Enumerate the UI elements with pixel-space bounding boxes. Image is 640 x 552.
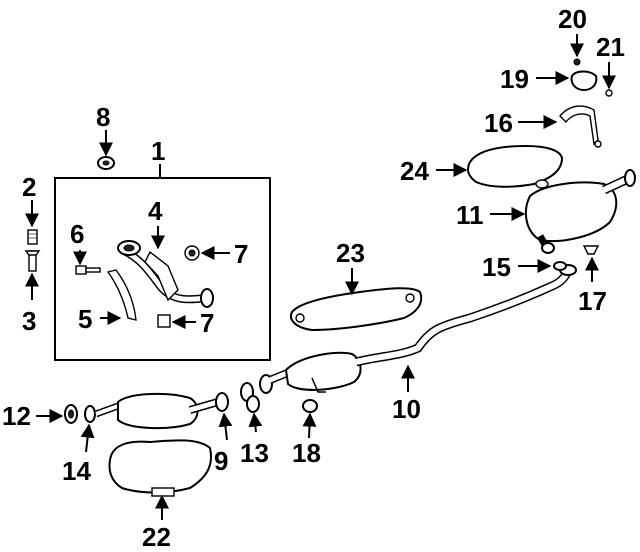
callout-13: 13 [240, 438, 269, 468]
part-nut-7b [157, 314, 171, 328]
callout-4: 4 [148, 196, 163, 226]
part-clip-21 [605, 89, 613, 97]
part-center-pipe-10 [259, 264, 577, 394]
assembly-group-box [54, 177, 271, 361]
part-gasket-13 [240, 382, 260, 413]
callout-11: 11 [456, 200, 484, 230]
callout-24: 24 [400, 156, 429, 186]
part-hanger-18 [302, 399, 318, 413]
part-heat-shield-22 [108, 439, 212, 497]
part-catalytic-converter [94, 392, 229, 430]
callout-3: 3 [22, 306, 36, 336]
callout-5: 5 [78, 304, 92, 334]
part-grommet-8 [97, 156, 115, 170]
part-front-pipe-4 [117, 240, 214, 308]
callout-labels: 8 1 2 6 4 7 3 5 7 12 14 9 13 18 10 23 22… [2, 4, 625, 552]
part-nut-7a [184, 245, 200, 261]
callout-2: 2 [22, 172, 36, 202]
part-heat-shield-23 [290, 287, 423, 331]
part-bracket-16 [559, 105, 602, 148]
callout-17: 17 [578, 286, 607, 316]
callout-19: 19 [500, 64, 529, 94]
part-bolt-6 [75, 265, 101, 275]
part-bolt-20 [573, 58, 581, 66]
part-muffler-11 [524, 169, 636, 254]
part-hanger-15 [553, 261, 567, 271]
leader-lines [25, 34, 616, 520]
part-insulator-19 [570, 70, 598, 91]
callout-12: 12 [2, 401, 31, 431]
part-gasket-12 [64, 404, 78, 424]
callout-22: 22 [142, 522, 171, 552]
callout-21: 21 [596, 32, 625, 62]
callout-14: 14 [62, 456, 91, 486]
callout-7b: 7 [200, 308, 214, 338]
callout-18: 18 [292, 438, 321, 468]
callout-7a: 7 [234, 239, 248, 269]
callout-16: 16 [484, 108, 513, 138]
callout-23: 23 [336, 238, 365, 268]
callout-1: 1 [151, 136, 165, 166]
part-ring-14 [84, 405, 96, 423]
callout-6: 6 [70, 219, 84, 249]
part-bolt-2-3 [24, 229, 41, 272]
part-clip-17 [582, 245, 600, 255]
callout-15: 15 [482, 252, 511, 282]
callout-8: 8 [96, 102, 110, 132]
part-heat-shield-24 [467, 145, 563, 189]
callout-9: 9 [214, 446, 228, 476]
callout-20: 20 [558, 4, 587, 34]
part-insulator-5 [106, 269, 137, 321]
callout-10: 10 [392, 394, 421, 424]
